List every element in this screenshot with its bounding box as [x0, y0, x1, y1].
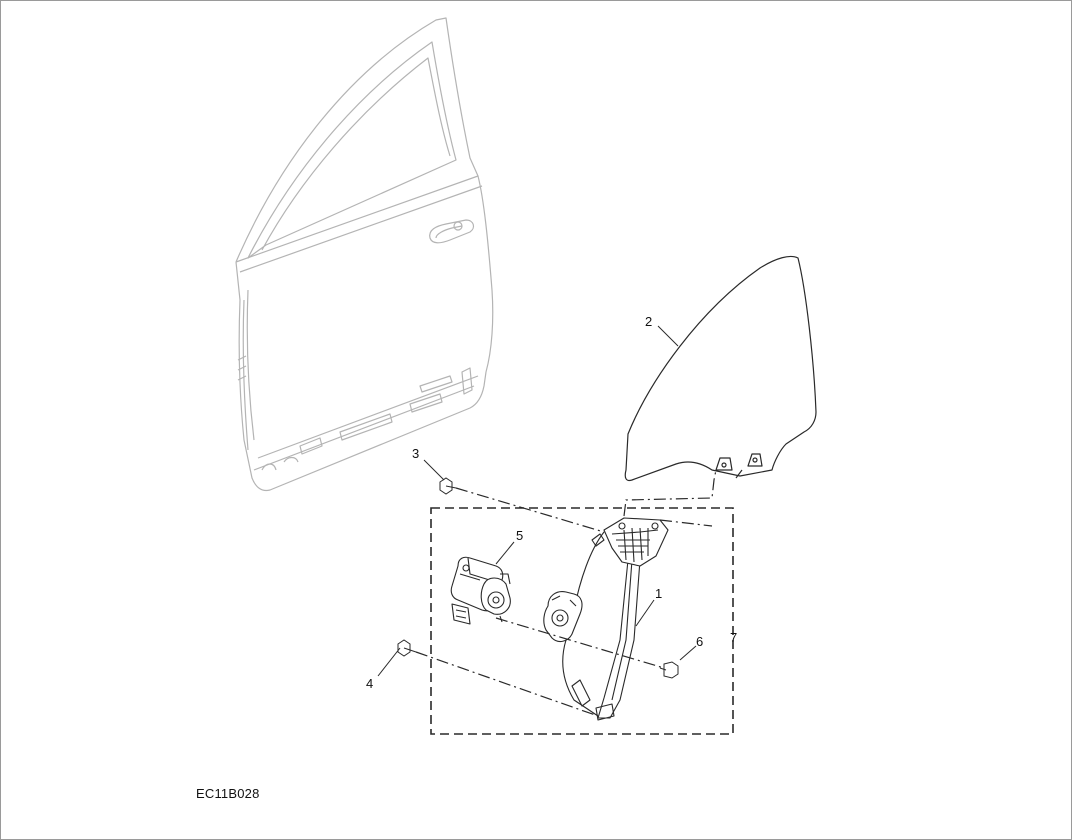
bolt-3: [439, 477, 457, 495]
door-shell: [235, 17, 494, 492]
callout-4: 4: [366, 676, 373, 691]
callout-3: 3: [412, 446, 419, 461]
figure-id-label: EC11B028: [196, 786, 260, 801]
leader-lines: [377, 325, 697, 677]
callout-7: 7: [730, 630, 737, 645]
alignment-lines: [415, 469, 743, 717]
callout-6: 6: [696, 634, 703, 649]
window-glass: [624, 255, 817, 482]
window-motor: [450, 556, 511, 625]
window-regulator: [543, 517, 669, 721]
callout-1: 1: [655, 586, 662, 601]
bolt-4: [397, 639, 417, 657]
callout-2: 2: [645, 314, 652, 329]
callout-5: 5: [516, 528, 523, 543]
bolt-6: [659, 661, 679, 679]
assembly-boundary: [430, 507, 734, 735]
